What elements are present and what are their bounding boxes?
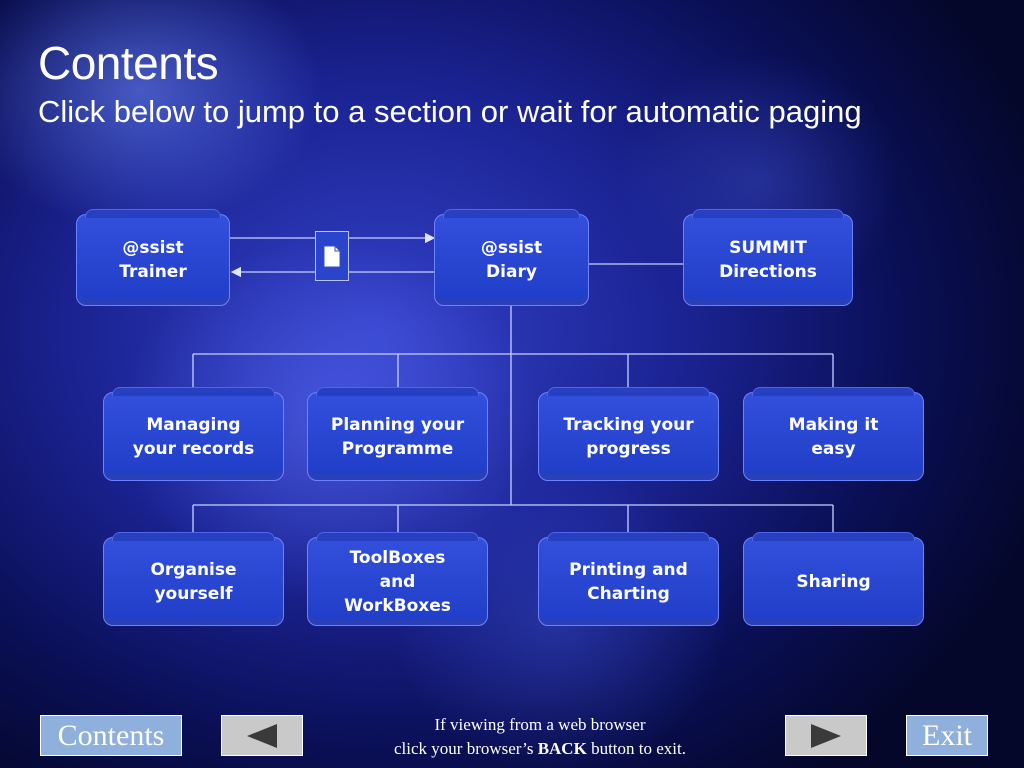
exit-button-label: Exit (922, 718, 972, 752)
contents-button-label: Contents (57, 718, 165, 752)
back-keyword: BACK (537, 739, 587, 758)
box-assist-trainer[interactable]: @ssist Trainer (76, 209, 230, 306)
note-line-1: If viewing from a web browser (434, 715, 646, 734)
exit-button[interactable]: Exit (906, 715, 988, 756)
page-title: Contents (38, 37, 219, 89)
browser-exit-note: If viewing from a web browser click your… (330, 713, 750, 761)
box-managing-records[interactable]: Managing your records (103, 387, 284, 481)
note-line-2-start: click your browser’s (394, 739, 538, 758)
previous-arrow-icon (247, 723, 277, 748)
page-subtitle: Click below to jump to a section or wait… (38, 94, 862, 129)
document-icon (315, 231, 349, 281)
note-line-2-end: button to exit. (586, 739, 686, 758)
box-assist-diary[interactable]: @ssist Diary (434, 209, 589, 306)
box-organise-yourself[interactable]: Organise yourself (103, 532, 284, 626)
contents-button[interactable]: Contents (40, 715, 182, 756)
previous-button[interactable] (221, 715, 303, 756)
box-making-it-easy[interactable]: Making it easy (743, 387, 924, 481)
box-planning-programme[interactable]: Planning your Programme (307, 387, 488, 481)
box-sharing[interactable]: Sharing (743, 532, 924, 626)
box-toolboxes-workboxes[interactable]: ToolBoxes and WorkBoxes (307, 532, 488, 626)
note-line-2: click your browser’s BACK button to exit… (330, 737, 750, 761)
box-printing-charting[interactable]: Printing and Charting (538, 532, 719, 626)
next-button[interactable] (785, 715, 867, 756)
box-summit-directions[interactable]: SUMMIT Directions (683, 209, 853, 306)
next-arrow-icon (811, 723, 841, 748)
box-tracking-progress[interactable]: Tracking your progress (538, 387, 719, 481)
